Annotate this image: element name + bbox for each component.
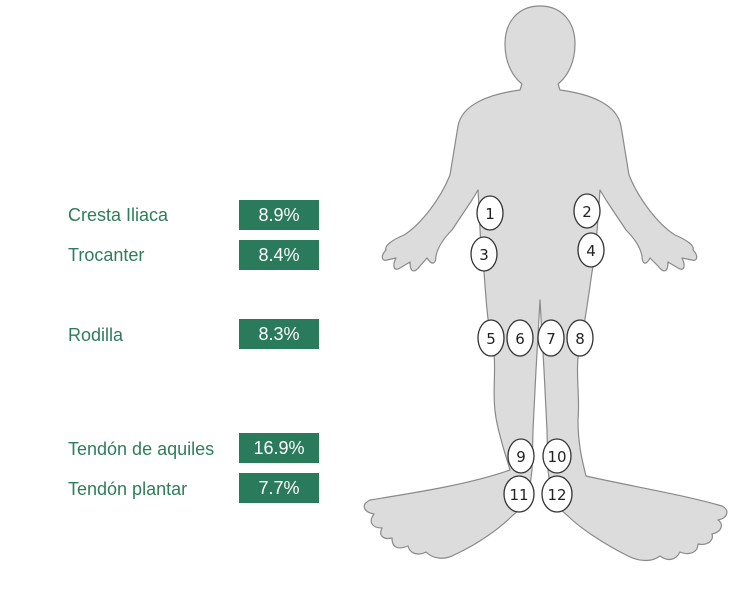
value-cresta-iliaca: 8.9% bbox=[239, 200, 319, 230]
body-silhouette bbox=[363, 5, 728, 562]
svg-text:8: 8 bbox=[575, 330, 585, 348]
marker-9: 9 bbox=[507, 438, 535, 474]
marker-2: 2 bbox=[573, 193, 601, 229]
svg-text:7: 7 bbox=[546, 330, 556, 348]
svg-text:6: 6 bbox=[515, 330, 525, 348]
marker-6: 6 bbox=[506, 319, 534, 357]
marker-7: 7 bbox=[537, 319, 565, 357]
value-tendon-aquiles: 16.9% bbox=[239, 433, 319, 463]
svg-text:2: 2 bbox=[582, 203, 592, 221]
marker-10: 10 bbox=[542, 438, 572, 474]
svg-text:3: 3 bbox=[479, 246, 489, 264]
label-cresta-iliaca: Cresta Iliaca bbox=[68, 205, 169, 225]
svg-text:1: 1 bbox=[485, 205, 495, 223]
marker-4: 4 bbox=[577, 232, 605, 268]
label-rodilla: Rodilla bbox=[68, 325, 124, 345]
svg-text:5: 5 bbox=[486, 330, 496, 348]
value-tendon-plantar: 7.7% bbox=[239, 473, 319, 503]
marker-12: 12 bbox=[541, 475, 573, 513]
svg-text:12: 12 bbox=[547, 486, 566, 504]
svg-text:10: 10 bbox=[547, 448, 566, 466]
label-tendon-aquiles: Tendón de aquiles bbox=[68, 439, 215, 459]
marker-1: 1 bbox=[476, 195, 504, 231]
svg-text:11: 11 bbox=[509, 486, 528, 504]
svg-text:9: 9 bbox=[516, 448, 526, 466]
label-trocanter: Trocanter bbox=[68, 245, 145, 265]
marker-3: 3 bbox=[470, 236, 498, 272]
marker-11: 11 bbox=[503, 475, 535, 513]
label-tendon-plantar: Tendón plantar bbox=[68, 479, 188, 499]
marker-5: 5 bbox=[477, 319, 505, 357]
marker-8: 8 bbox=[566, 319, 594, 357]
value-rodilla: 8.3% bbox=[239, 319, 319, 349]
value-trocanter: 8.4% bbox=[239, 240, 319, 270]
svg-text:4: 4 bbox=[586, 242, 596, 260]
